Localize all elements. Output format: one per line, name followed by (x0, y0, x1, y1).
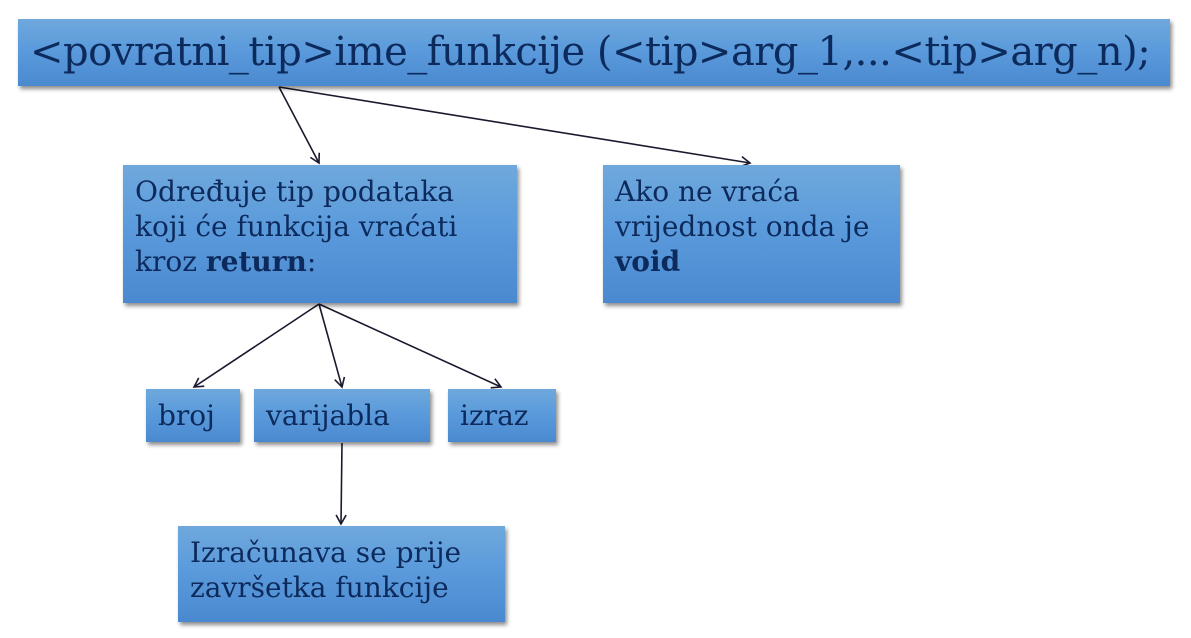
return-type-line1: Određuje tip podataka (135, 175, 454, 208)
izraz-label: izraz (460, 399, 529, 432)
void-keyword: void (615, 245, 681, 278)
broj-node: broj (146, 389, 240, 442)
izraz-node: izraz (448, 389, 556, 442)
void-note-line2: vrijednost onda je (615, 210, 870, 243)
arrow-return-type-to-izraz (318, 303, 503, 389)
void-note-line1: Ako ne vraća (615, 175, 800, 208)
return-type-line3-suffix: : (306, 245, 317, 278)
evaluation-note-line1: Izračunava se prije (190, 536, 462, 569)
function-signature-text: <povratni_tip>ime_funkcije (<tip>arg_1,.… (30, 29, 1151, 75)
arrow-return-type-to-broj (192, 303, 320, 388)
arrow-return-type-to-varijabla (318, 303, 346, 389)
void-note-node: Ako ne vraća vrijednost onda je void (603, 165, 900, 303)
return-type-node: Određuje tip podataka koji će funkcija v… (123, 165, 517, 303)
return-keyword: return (205, 245, 307, 278)
arrow-title-to-return-type (278, 86, 321, 165)
varijabla-node: varijabla (254, 389, 430, 442)
broj-label: broj (158, 399, 215, 432)
return-type-line3-prefix: kroz (135, 245, 206, 278)
evaluation-note-node: Izračunava se prije završetka funkcije (178, 526, 505, 622)
arrow-varijabla-to-evaluation (335, 442, 347, 526)
function-signature-box: <povratni_tip>ime_funkcije (<tip>arg_1,.… (18, 19, 1170, 86)
return-type-line2: koji će funkcija vraćati (135, 210, 458, 243)
void-note-line3: void (615, 244, 888, 279)
varijabla-label: varijabla (266, 399, 390, 432)
arrow-title-to-void-note (278, 86, 752, 168)
evaluation-note-line2: završetka funkcije (190, 571, 449, 604)
return-type-line3: kroz return: (135, 244, 505, 279)
